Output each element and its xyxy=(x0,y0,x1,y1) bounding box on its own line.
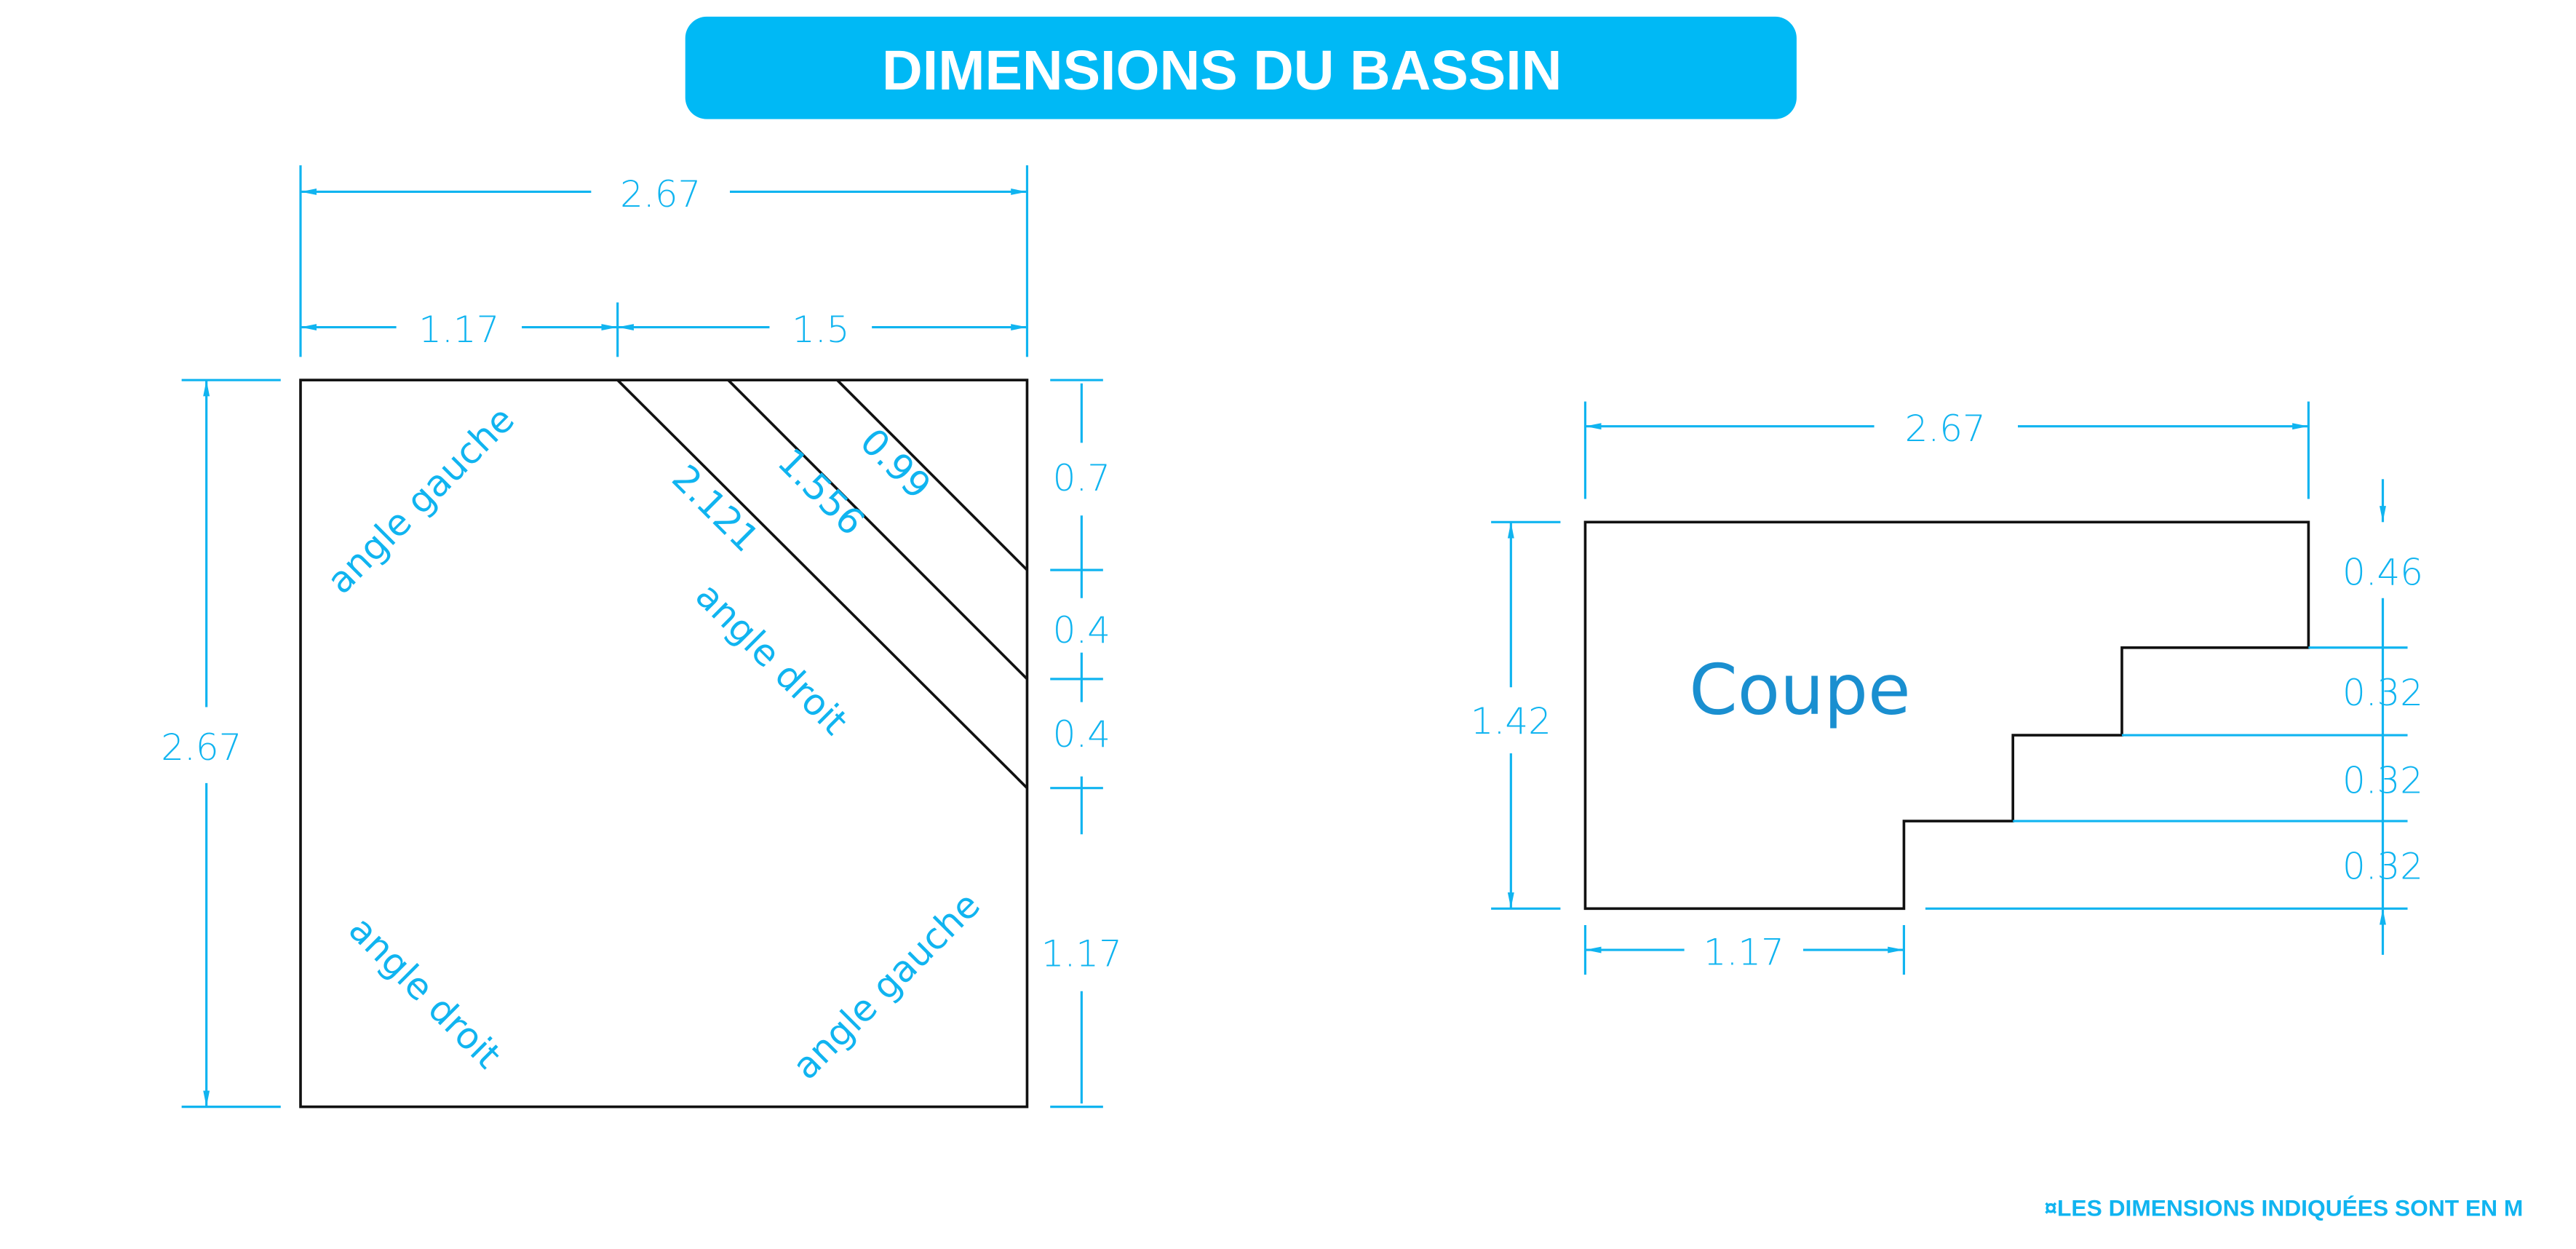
dimension-section-top: 2.67 xyxy=(1583,401,2310,499)
dimension-label: 0.32 xyxy=(2342,672,2423,714)
dimension-label: 0.4 xyxy=(1053,713,1110,756)
dimension-label: 1.17 xyxy=(1704,931,1784,973)
corner-label: angle gauche xyxy=(784,884,988,1087)
diagonal-label: 2.121 xyxy=(664,456,767,560)
title-banner: DIMENSIONS DU BASSIN xyxy=(685,16,1797,119)
dimension-section-left: 1.42 xyxy=(1471,520,1561,910)
diagonal-line-1 xyxy=(616,378,1028,789)
dimension-section-bottom: 1.17 xyxy=(1583,925,1906,975)
dimension-label: 0.32 xyxy=(2342,845,2423,887)
page-title: DIMENSIONS DU BASSIN xyxy=(882,39,1562,102)
dimension-label: 1.17 xyxy=(1041,933,1122,975)
corner-label: angle droit xyxy=(341,908,509,1077)
section-label: Coupe xyxy=(1689,651,1910,731)
section-view: Coupe 2.67 1.42 1.17 xyxy=(1471,401,2423,975)
corner-label: angle gauche xyxy=(319,398,522,602)
pool-outline-plan xyxy=(299,378,1029,1109)
diagonal-label: 0.99 xyxy=(852,420,939,507)
dimension-top-total: 2.67 xyxy=(299,165,1029,357)
diagonal-line-3 xyxy=(836,378,1028,571)
dimension-left-total: 2.67 xyxy=(161,378,281,1109)
corner-label: angle droit xyxy=(688,574,856,743)
units-footnote: ¤LES DIMENSIONS INDIQUÉES SONT EN M xyxy=(2044,1194,2523,1221)
plan-view: 2.67 1.17 1.5 2.67 xyxy=(161,165,1122,1109)
diagonal-line-2 xyxy=(727,378,1028,681)
dimension-label: 2.67 xyxy=(1905,408,1986,450)
dimension-label: 1.17 xyxy=(418,309,499,351)
dimension-right-segments: 0.7 0.4 0.4 1.17 xyxy=(1041,378,1122,1109)
pool-outline-section xyxy=(1583,520,2310,911)
dimension-label: 1.5 xyxy=(792,309,849,351)
dimension-label: 0.4 xyxy=(1053,609,1110,651)
dimension-label: 2.67 xyxy=(161,726,242,769)
dimension-top-split: 1.17 1.5 xyxy=(301,302,1027,357)
dimension-label: 0.32 xyxy=(2342,759,2423,801)
dimension-label: 1.42 xyxy=(1471,700,1551,742)
dimension-label: 0.46 xyxy=(2342,552,2423,594)
dimension-label: 2.67 xyxy=(620,173,701,215)
dimension-section-steps: 0.46 0.32 0.32 0.32 xyxy=(1925,479,2423,955)
dimension-label: 0.7 xyxy=(1053,457,1110,499)
